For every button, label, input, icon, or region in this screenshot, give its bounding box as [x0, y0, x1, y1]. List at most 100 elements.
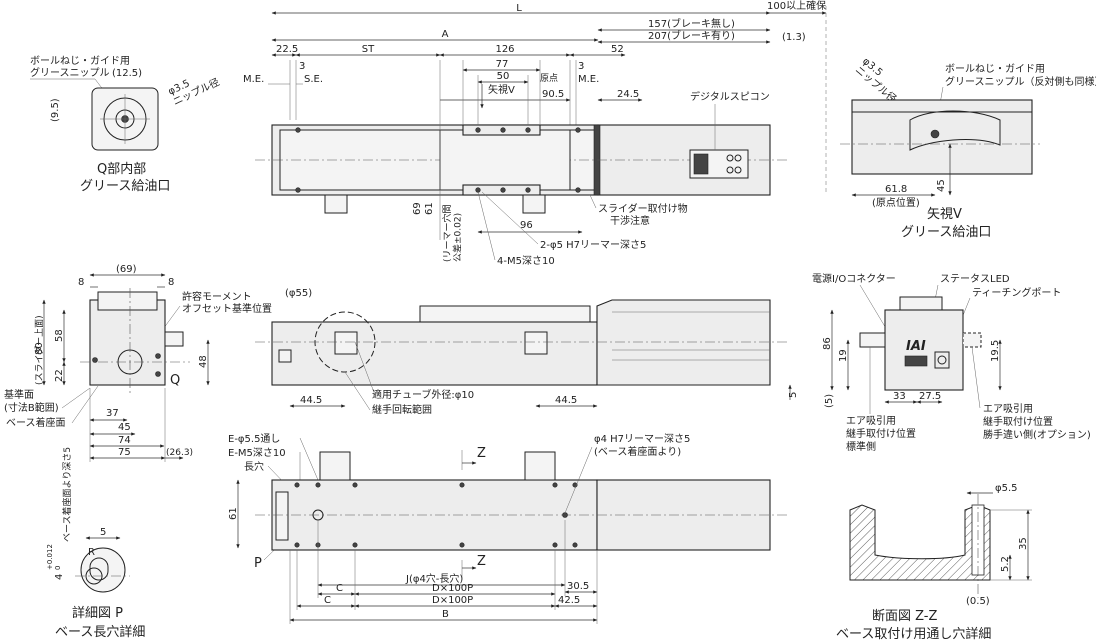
re-power-io: 電源I/Oコネクター [812, 272, 896, 285]
re-dim-19: 19 [838, 349, 849, 362]
bv-reamer-1: φ4 H7リーマー深さ5 [594, 433, 690, 445]
v-dim-45: 45 [936, 179, 947, 192]
bv-dim-30-5: 30.5 [567, 581, 589, 592]
dp-title-2: ベース長穴詳細 [55, 624, 145, 640]
dim-ST: ST [362, 44, 375, 55]
bv-end-cap [275, 491, 289, 541]
re-joint-left [859, 332, 886, 348]
label-me-right: M.E. [578, 74, 599, 85]
label-reamer: 2-φ5 H7リーマー深さ5 [540, 239, 646, 251]
bv-base [271, 479, 598, 551]
end-slider [97, 291, 158, 311]
bv-dim-61: 61 [228, 507, 239, 520]
side-base [271, 321, 598, 386]
dim-brake-with: 207(ブレーキ有り) [648, 29, 735, 42]
dp-dim-5: 5 [100, 527, 106, 538]
dp-tol-sub: 0 [54, 566, 62, 570]
zz-dim-0-5: (0.5) [966, 596, 990, 607]
v-origin-pos: (原点位置) [872, 196, 920, 209]
control-button-icon [734, 166, 742, 174]
end-dim-37: 37 [106, 408, 119, 419]
speed-controller-display [693, 153, 709, 175]
bv-hole [294, 482, 300, 488]
v-dim-61-8: 61.8 [885, 184, 907, 195]
bv-hole [459, 482, 465, 488]
re-top-box [899, 296, 943, 312]
bv-dim-42-5: 42.5 [558, 595, 580, 606]
dim-3-left: 3 [299, 61, 305, 72]
v-opening [909, 110, 1001, 151]
slider [439, 129, 571, 191]
end-base-seat: ベース着座面 [6, 416, 66, 429]
side-dim-55: (φ55) [285, 288, 312, 299]
dim-secure-100: 100以上確保 [767, 0, 826, 12]
end-dim-48: 48 [198, 355, 209, 368]
bv-reamer-2: (ベース着座面より) [594, 445, 681, 458]
re-brand-logo: IAI [906, 339, 926, 354]
air-joint-right [522, 194, 546, 214]
tap-hole [500, 187, 506, 193]
end-dim-8b: 8 [168, 277, 174, 288]
re-air-opt-1: エア吸引用 [983, 403, 1033, 415]
end-dim-74: 74 [118, 435, 131, 446]
re-air-opt-2: 継手取付け位置 [983, 415, 1053, 428]
end-dim-8a: 8 [78, 277, 84, 288]
label-digital-speedcon: デジタルスピコン [690, 90, 770, 103]
q-grease-label-2: グリースニップル [30, 66, 110, 79]
q-nipple-dia: φ3.5ニップル径 [167, 67, 222, 109]
re-dim-86: 86 [822, 337, 833, 350]
end-dim-80: 80 [34, 342, 45, 355]
control-button-icon [726, 166, 734, 174]
re-dim-33: 33 [893, 391, 906, 402]
dp-depth: ベース着座面より深さ5 [61, 447, 73, 542]
dim-22-5: 22.5 [276, 44, 298, 55]
bv-D100P-1: D×100P [432, 583, 473, 594]
side-motor [596, 299, 771, 386]
bv-through: E-φ5.5通し [228, 433, 280, 445]
label-tap: 4-M5深さ10 [497, 255, 555, 267]
side-tube-od: 適用チューブ外径:φ10 [372, 388, 474, 401]
dim-24-5: 24.5 [617, 89, 639, 100]
bv-D100P-2: D×100P [432, 595, 473, 606]
tap-hole [525, 127, 531, 133]
view-v: φ3.5ニップル径 ボールねじ・ガイド用 グリースニップル（反対側も同様） 61… [840, 56, 1096, 240]
section-zz: φ5.5 35 5.2 (0.5) 断面図 Z-Z ベース取付け用通し穴詳細 [836, 483, 1032, 642]
label-slider-interference-1: スライダー取付け物 [598, 202, 688, 215]
re-dim-19-5: 19.5 [990, 340, 1001, 362]
bv-J: J(φ4穴-長穴) [405, 572, 463, 585]
zz-section-profile [849, 504, 991, 581]
tap-hole [500, 127, 506, 133]
v-title-1: 矢視V [927, 207, 962, 222]
bv-Z1: Z [477, 446, 486, 461]
air-joint-left [324, 194, 348, 214]
side-joint-right [524, 331, 548, 355]
dp-tol: 4 [54, 574, 65, 580]
side-end-cap [278, 349, 292, 363]
dp-tol-sup: +0.012 [46, 544, 54, 570]
dim-90-5: 90.5 [542, 89, 564, 100]
dim-52: 52 [611, 44, 624, 55]
q-title-1: Q部内部 [97, 161, 146, 177]
zz-dim-5-2: 5.2 [1000, 556, 1011, 572]
bv-B: B [442, 609, 449, 620]
bv-reamer-hole [562, 512, 568, 518]
dim-77: 77 [496, 59, 509, 70]
dim-96: 96 [520, 220, 533, 231]
dim-L: L [516, 3, 522, 14]
control-button-icon [726, 154, 734, 162]
bv-slot: 長穴 [244, 460, 264, 473]
end-moment-1: 許容モーメント [182, 290, 252, 303]
end-hole [155, 353, 161, 359]
control-button-icon [734, 154, 742, 162]
re-air-std-3: 標準側 [846, 440, 876, 453]
v-grease-label-2: グリースニップル（反対側も同様） [945, 75, 1096, 88]
bv-hole [572, 542, 578, 548]
dim-3-right: 3 [578, 61, 584, 72]
dim-50: 50 [497, 71, 510, 82]
re-status-led: ステータスLED [940, 273, 1010, 285]
re-body [884, 309, 964, 391]
re-teaching-port: ティーチングポート [972, 286, 1061, 299]
dim-brake-none: 157(ブレーキ無し) [648, 17, 735, 30]
bv-P: P [254, 556, 262, 571]
